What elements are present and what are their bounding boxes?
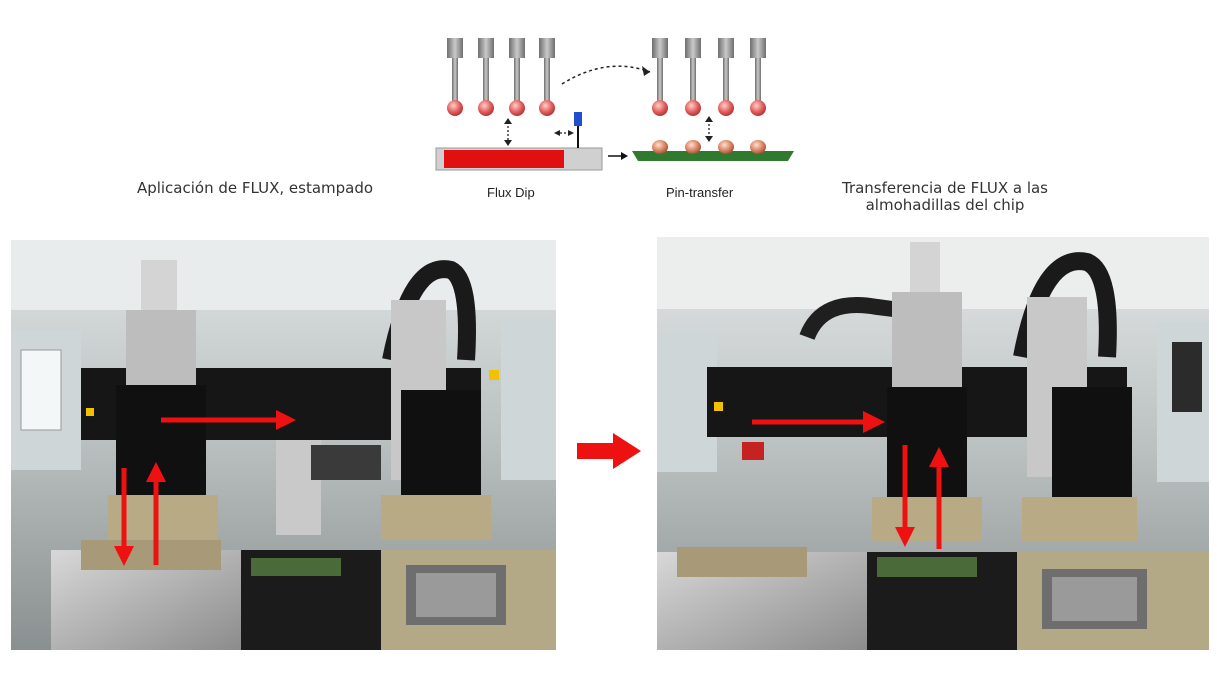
machine-photo-flux-transfer [657,237,1209,650]
arrow-right-head [276,410,296,430]
left-print-head [116,385,206,500]
label-pin-transfer: Pin-transfer [666,185,734,200]
transition-arrow-icon [577,433,641,469]
caption-flux-transfer: Transferencia de FLUX a las almohadillas… [800,180,1090,214]
chip-on-conveyor [877,557,977,577]
right-head [401,390,481,500]
caption-flux-stamping: Aplicación de FLUX, estampado [136,179,374,197]
right-pin-group [652,38,766,116]
caption-flux-transfer-line1: Transferencia de FLUX a las [841,179,1048,197]
center-print-head [887,387,967,507]
chip-pad-bumps [652,140,766,154]
motion-arrows-left [121,417,279,565]
move-arc-arrowhead [642,66,650,76]
motion-arrows-right [752,419,942,549]
label-flux-dip: Flux Dip [487,185,535,200]
arrow-down-head [114,546,134,566]
squeegee-blade [574,112,582,126]
machine-photo-flux-stamping [11,240,556,650]
flux-process-diagram: Flux Dip Pin-transfer [432,34,794,206]
arrow-up-head [146,462,166,482]
move-arc-arrow [561,65,651,85]
flux-process-diagram-graphic [435,38,794,171]
left-pin-group [447,38,555,116]
caption-flux-transfer-line2: almohadillas del chip [865,196,1025,214]
chip-board [632,151,794,161]
flux-layer [444,150,564,168]
